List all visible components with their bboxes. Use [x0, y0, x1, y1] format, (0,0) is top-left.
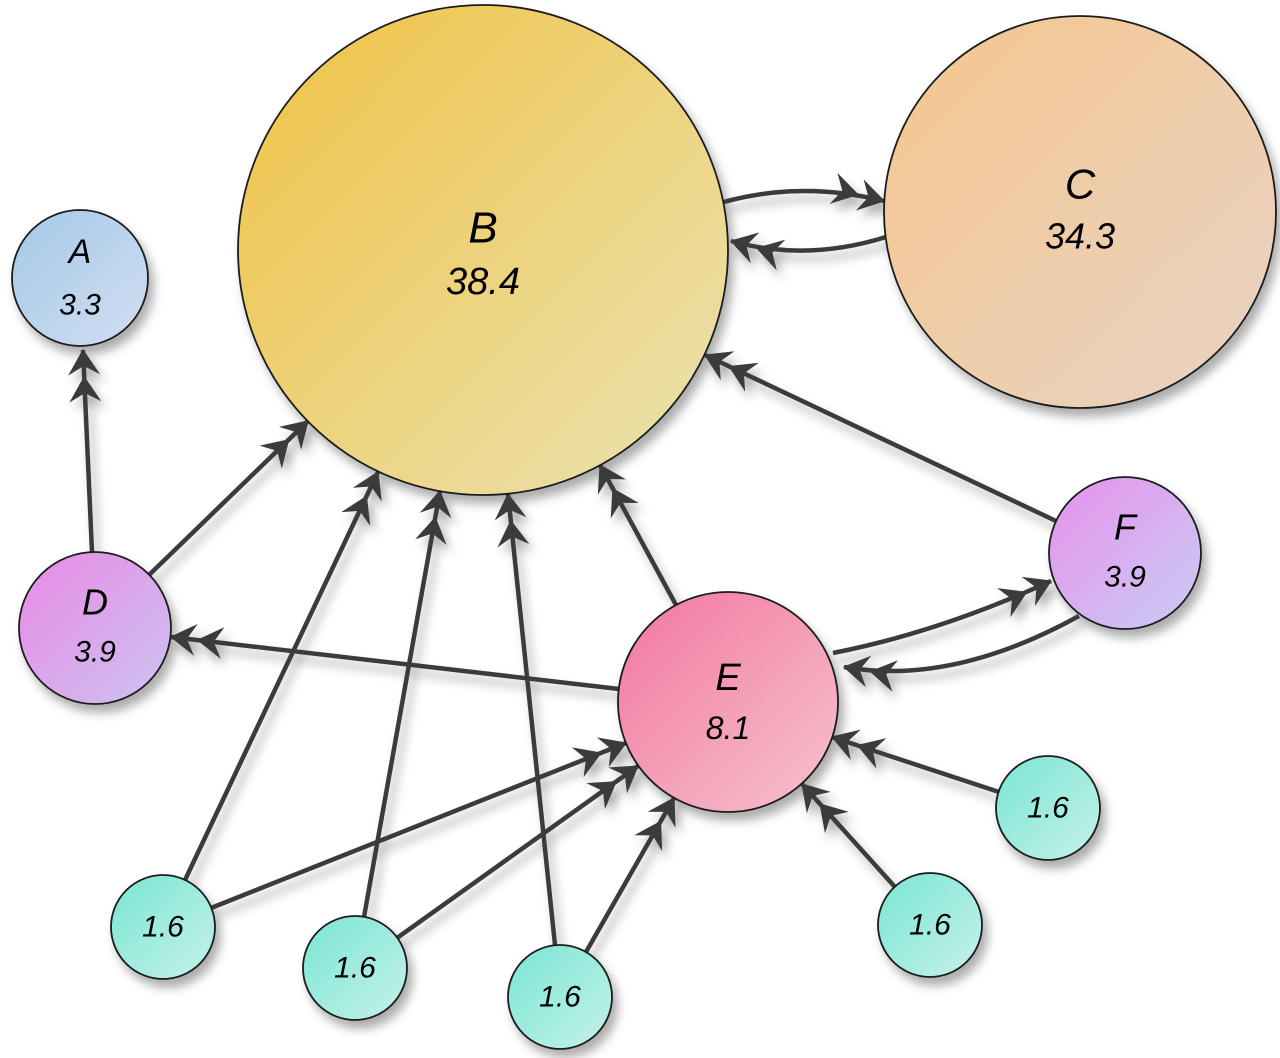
node-E-value-label: 8.1 — [706, 710, 750, 746]
edges-layer — [68, 172, 1081, 954]
node-F-value-label: 3.9 — [1104, 561, 1146, 594]
node-G1-circle — [110, 874, 216, 980]
node-B-value-label: 38.4 — [446, 261, 520, 303]
node-E-circle — [617, 591, 839, 813]
node-G4: 1.6 — [877, 872, 983, 978]
edge-D-to-A — [68, 349, 102, 553]
edge-G2-to-E — [395, 764, 640, 940]
node-A-value-label: 3.3 — [59, 289, 101, 322]
node-D-value-label: 3.9 — [74, 636, 116, 669]
node-G2-circle — [302, 915, 408, 1021]
edge-E-to-F — [832, 576, 1052, 656]
node-C-circle — [883, 15, 1277, 409]
node-A-letter-label: A — [67, 233, 92, 271]
node-G5: 1.6 — [995, 755, 1101, 861]
node-G4-circle — [877, 872, 983, 978]
edge-G2-to-B — [361, 490, 452, 918]
node-G3-circle — [507, 944, 613, 1050]
node-F-letter-label: F — [1114, 507, 1138, 548]
node-F-circle — [1048, 476, 1202, 630]
node-C-letter-label: C — [1065, 161, 1096, 208]
edge-G3-to-B — [494, 493, 558, 946]
edge-G1-to-B — [182, 471, 382, 881]
node-G3-value-label: 1.6 — [539, 981, 581, 1014]
node-E-letter-label: E — [715, 657, 741, 699]
node-G4-value-label: 1.6 — [909, 909, 951, 942]
node-D-letter-label: D — [82, 582, 108, 623]
edge-B-to-C — [719, 172, 885, 211]
edge-C-to-B — [730, 232, 887, 271]
node-G2: 1.6 — [302, 915, 408, 1021]
node-B: B 38.4 — [237, 4, 729, 496]
edge-F-to-E — [843, 614, 1081, 692]
edge-E-to-D — [170, 623, 620, 692]
edge-G4-to-E — [800, 782, 897, 889]
node-F: F 3.9 — [1048, 476, 1202, 630]
node-G5-value-label: 1.6 — [1027, 792, 1069, 825]
node-D: D 3.9 — [18, 551, 172, 705]
edge-E-to-B — [597, 463, 678, 607]
node-G2-value-label: 1.6 — [334, 952, 376, 985]
node-E: E 8.1 — [617, 591, 839, 813]
node-G1-value-label: 1.6 — [142, 911, 184, 944]
node-C: C 34.3 — [883, 15, 1277, 409]
node-D-circle — [18, 551, 172, 705]
edge-F-to-B — [704, 351, 1057, 524]
edge-G1-to-E — [210, 737, 627, 911]
node-G5-circle — [995, 755, 1101, 861]
node-G1: 1.6 — [110, 874, 216, 980]
node-A-circle — [11, 209, 149, 347]
edge-G5-to-E — [831, 729, 1000, 795]
node-C-value-label: 34.3 — [1045, 216, 1115, 257]
edge-G3-to-E — [584, 796, 676, 954]
nodes-layer: A 3.3 B 38.4 C 34.3D 3.9E 8.1 F 3.9 1.6 1.6 1.6 1.6 1.… — [11, 4, 1277, 1050]
node-B-circle — [237, 4, 729, 496]
node-B-letter-label: B — [468, 204, 497, 253]
node-G3: 1.6 — [507, 944, 613, 1050]
edge-D-to-B — [147, 419, 310, 577]
node-A: A 3.3 — [11, 209, 149, 347]
